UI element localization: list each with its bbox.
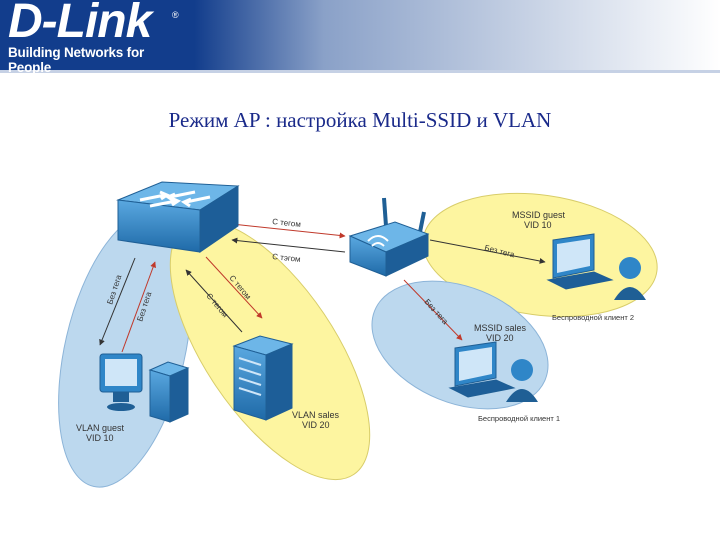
header-banner: D-Link ® Building Networks for People	[0, 0, 720, 80]
logo-tagline: Building Networks for People	[8, 45, 145, 75]
switch-icon	[116, 181, 240, 253]
laptop-client1-icon	[448, 341, 516, 398]
page-title: Режим AP : настройка Multi-SSID и VLAN	[168, 108, 552, 132]
link-ap-client1	[403, 279, 463, 341]
link-ap-client2	[429, 239, 546, 264]
registered-mark: ®	[172, 10, 179, 20]
link-switch-to-ap-tagged	[231, 223, 346, 239]
zone-label-mssid-sales-vid: VID 20	[486, 333, 514, 343]
label-ap-to-switch: С тэгом	[272, 252, 301, 264]
link-ap-to-switch-tagged	[231, 237, 346, 253]
dlink-logo: D-Link ® Building Networks for People	[0, 0, 190, 75]
mssid-sales-zone	[371, 280, 549, 410]
zone-label-vlan-sales-name: VLAN sales	[292, 410, 340, 420]
logo-text: D-Link	[8, 0, 152, 48]
access-point-icon	[348, 197, 430, 277]
zone-label-vlan-guest-name: VLAN guest	[76, 423, 125, 433]
zone-label-vlan-guest-vid: VID 10	[86, 433, 114, 443]
zone-label-mssid-guest-vid: VID 10	[524, 220, 552, 230]
link-switch-pc-1	[99, 257, 136, 346]
laptop-client2-icon	[546, 233, 614, 290]
client2-caption: Беспроводной клиент 2	[552, 313, 634, 322]
link-switch-pc-2	[121, 261, 156, 353]
label-switch-to-ap: С тегом	[272, 217, 302, 229]
client1-caption: Беспроводной клиент 1	[478, 414, 560, 423]
link-switch-server-2	[185, 269, 243, 333]
header-background	[0, 0, 720, 73]
zone-label-vlan-sales-vid: VID 20	[302, 420, 330, 430]
zone-label-mssid-sales-name: MSSID sales	[474, 323, 527, 333]
server-icon	[232, 335, 294, 421]
user-client1-icon	[506, 359, 538, 402]
desktop-computer-icon	[99, 353, 190, 423]
zone-label-mssid-guest-name: MSSID guest	[512, 210, 566, 220]
user-client2-icon	[614, 257, 646, 300]
link-switch-server-1	[205, 256, 263, 319]
